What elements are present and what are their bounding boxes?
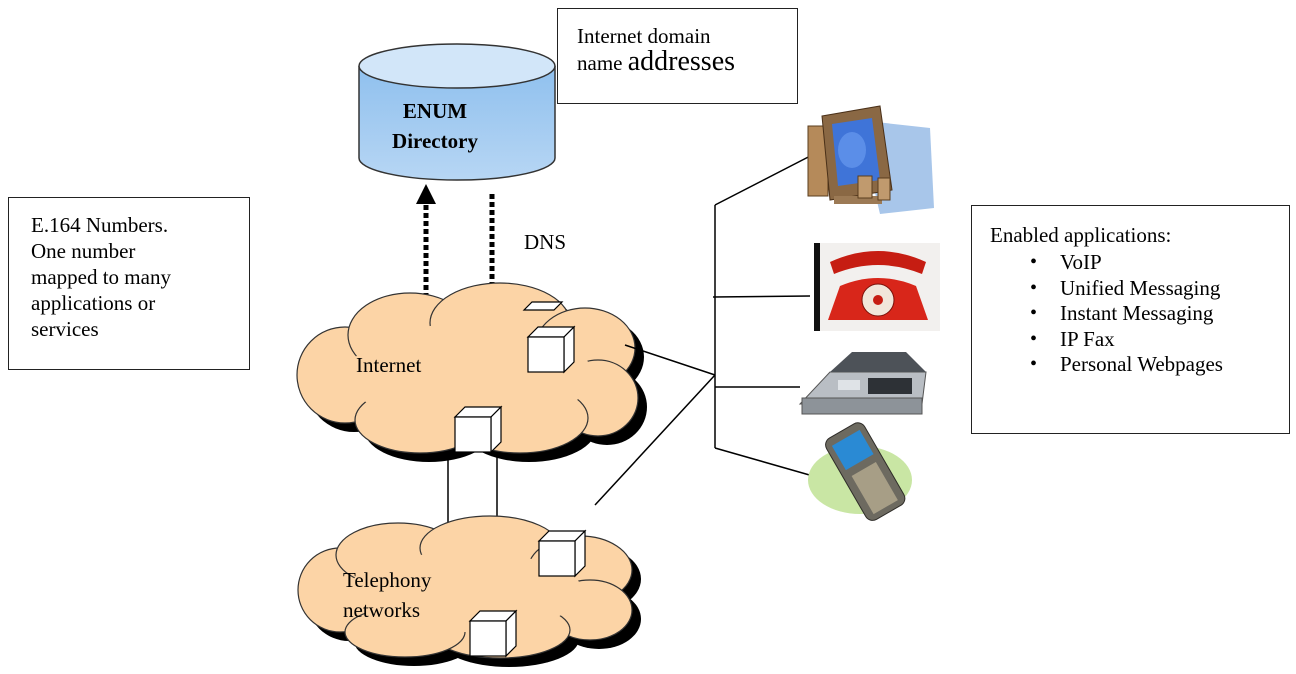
enum-directory-cylinder xyxy=(358,43,556,181)
network-nodes xyxy=(453,301,587,658)
apps-list: VoIP Unified Messaging Instant Messaging… xyxy=(990,250,1289,378)
domain-name-box: Internet domain name addresses xyxy=(557,8,798,104)
dns-label: DNS xyxy=(524,230,567,254)
list-item: IP Fax xyxy=(990,327,1289,353)
domain-box-line1: Internet domain xyxy=(577,24,711,48)
domain-box-line2b: addresses xyxy=(627,46,736,77)
e164-line: E.164 Numbers. xyxy=(31,213,169,237)
e164-line: applications or xyxy=(31,291,156,315)
device-links xyxy=(594,151,821,506)
node-cube-icon xyxy=(522,301,564,311)
arrow-up-to-directory xyxy=(416,184,436,298)
internet-label: Internet xyxy=(356,353,422,377)
rotary-phone-icon xyxy=(814,243,940,331)
apps-heading: Enabled applications: xyxy=(990,223,1172,247)
telephony-label: Telephony networks xyxy=(343,565,431,625)
domain-box-line2: name addresses xyxy=(577,46,797,77)
node-cube-icon xyxy=(526,325,576,374)
mobile-phone-icon xyxy=(808,422,912,521)
list-item: VoIP xyxy=(990,250,1289,276)
fax-machine-icon xyxy=(798,352,927,415)
e164-line: One number xyxy=(31,239,136,263)
node-cube-icon xyxy=(453,405,503,454)
enabled-applications-box: Enabled applications: VoIP Unified Messa… xyxy=(971,205,1290,434)
node-cube-icon xyxy=(468,609,518,658)
enum-label-line1: ENUM xyxy=(402,99,468,123)
computer-monitor-icon xyxy=(807,105,934,214)
domain-box-line2a: name xyxy=(577,51,628,75)
list-item: Unified Messaging xyxy=(990,276,1289,302)
e164-numbers-box: E.164 Numbers. One number mapped to many… xyxy=(8,197,250,370)
e164-line: services xyxy=(31,317,99,341)
node-cube-icon xyxy=(537,529,587,578)
enum-label-line2: Directory xyxy=(392,129,478,153)
list-item: Instant Messaging xyxy=(990,301,1289,327)
telephony-label-line1: Telephony xyxy=(343,568,432,592)
telephony-label-line2: networks xyxy=(343,598,420,622)
list-item: Personal Webpages xyxy=(990,352,1289,378)
enum-directory-label: ENUM Directory xyxy=(365,96,505,156)
e164-line: mapped to many xyxy=(31,265,171,289)
